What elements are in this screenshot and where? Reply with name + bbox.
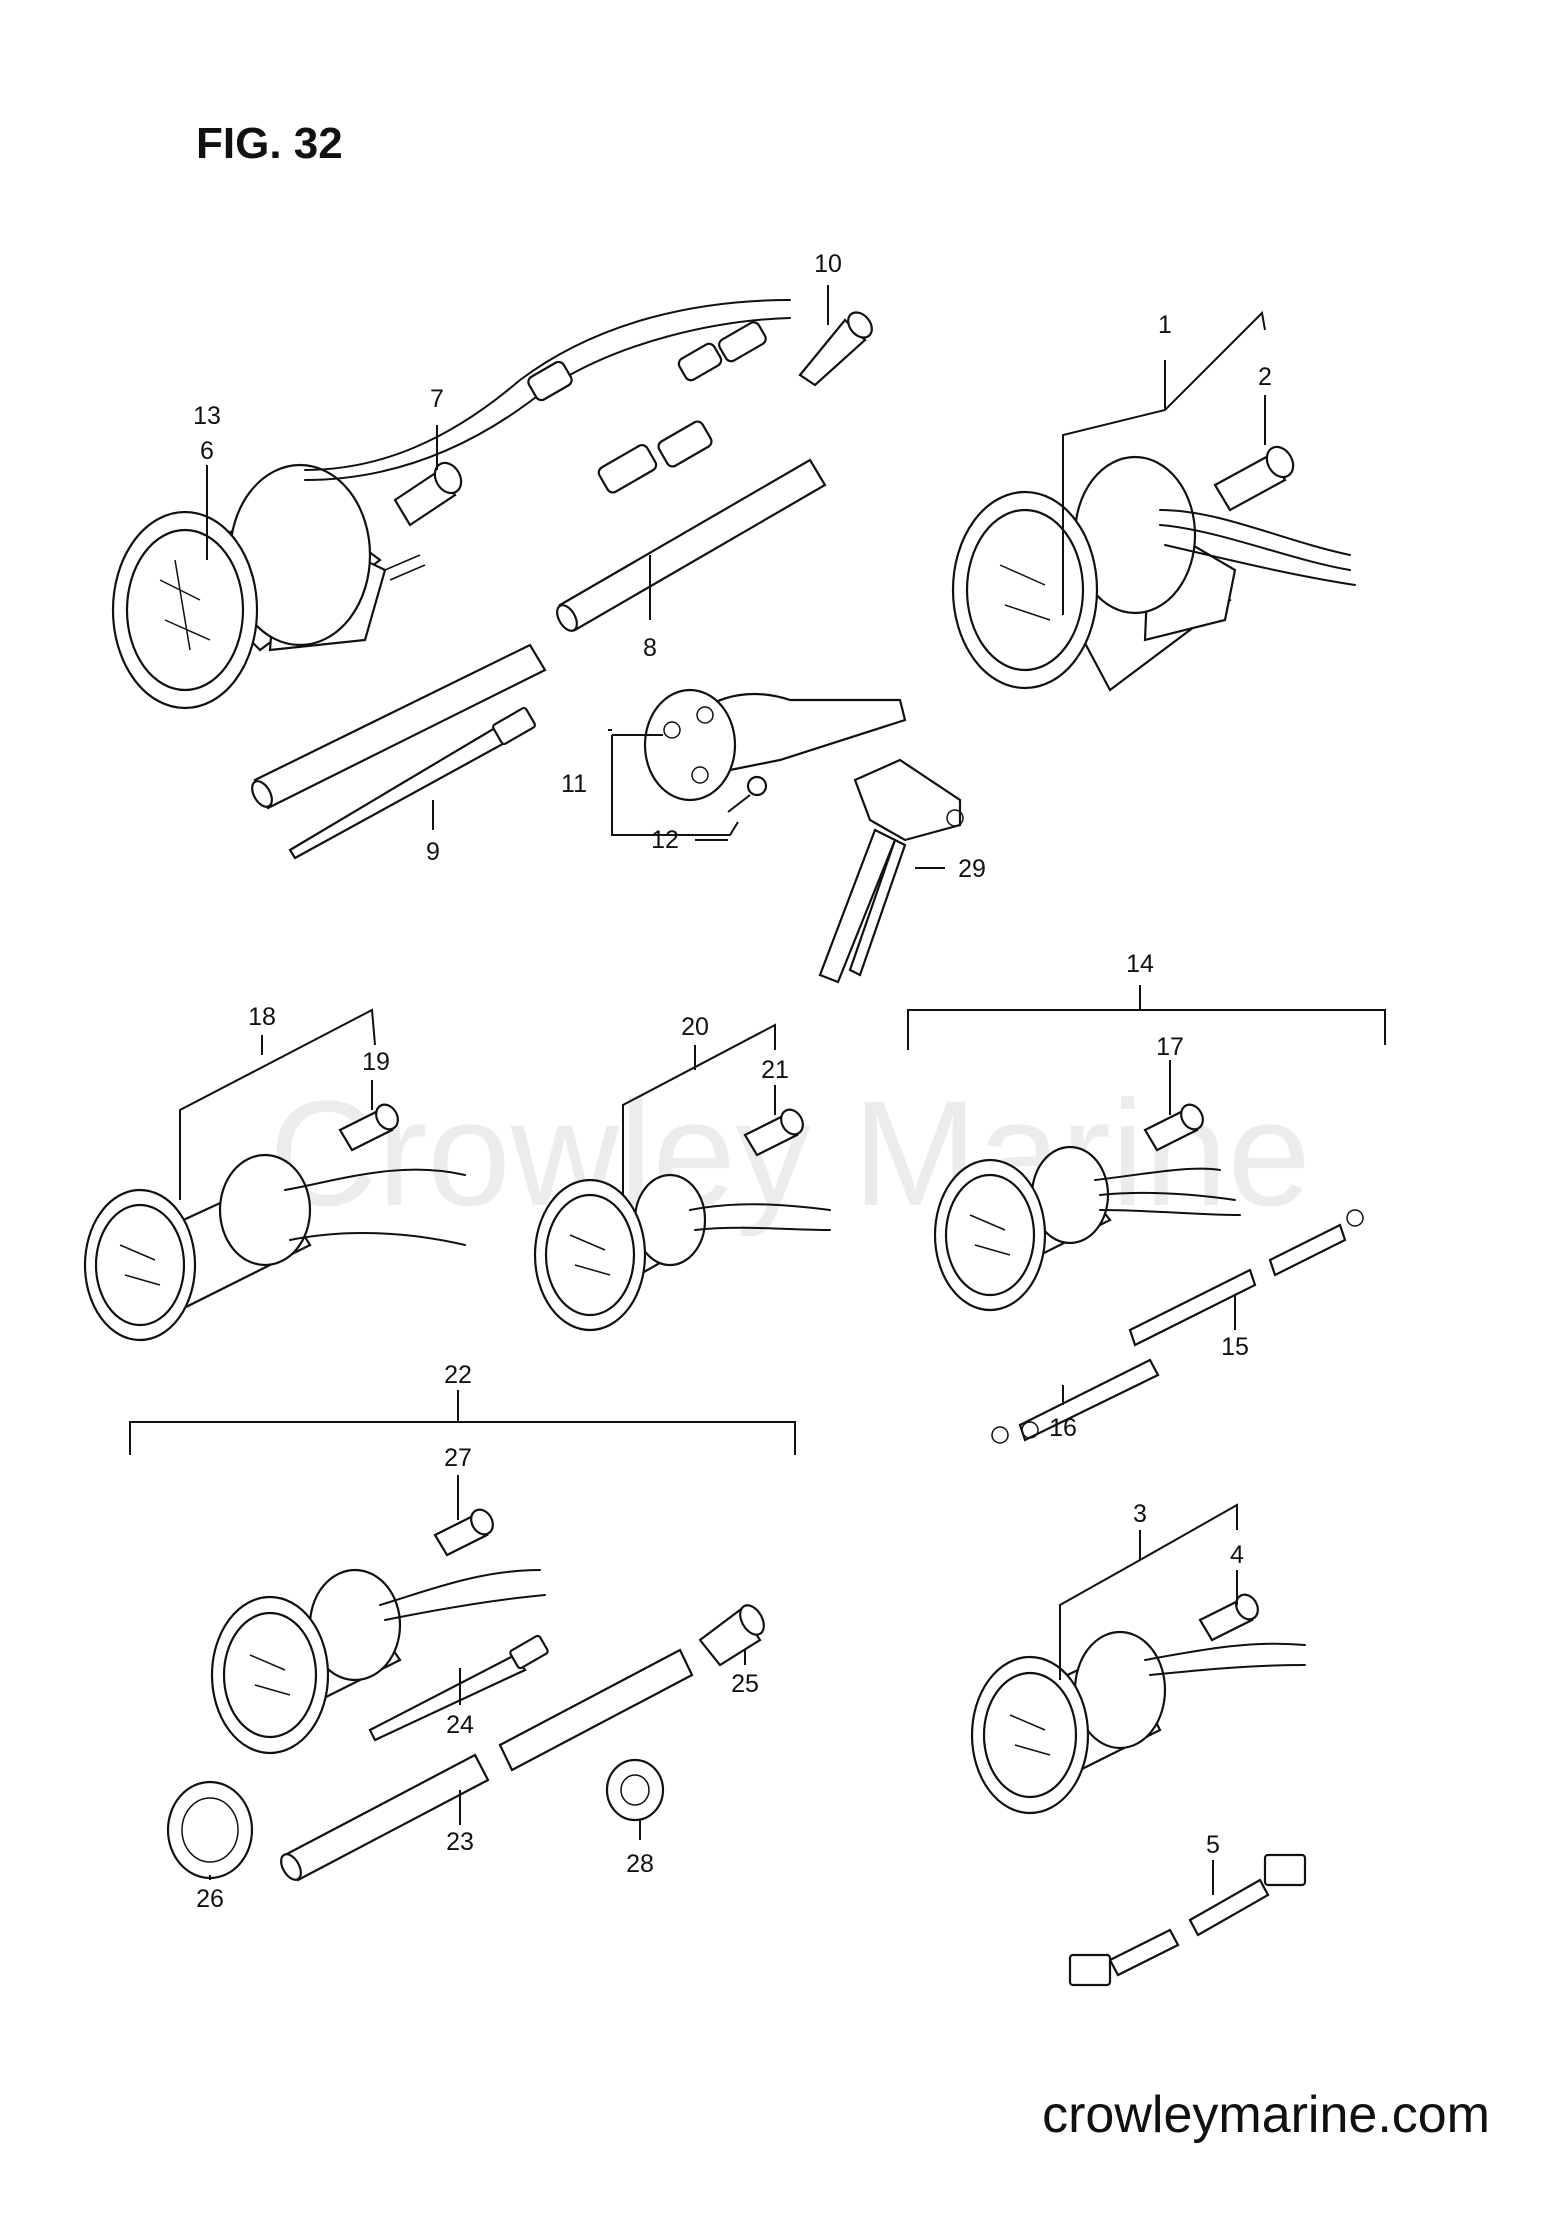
callout-4: 4	[1230, 1541, 1244, 1569]
callout-17: 17	[1156, 1033, 1184, 1061]
callout-28: 28	[626, 1850, 654, 1878]
harness-16	[991, 1358, 1160, 1444]
callout-labels: 13 6 7 10 8 9 11 12 29 1 2 18 19 20 21 1…	[193, 250, 1272, 1913]
callout-8: 8	[643, 634, 657, 662]
callout-1: 1	[1158, 311, 1172, 339]
callout-5: 5	[1206, 1831, 1220, 1859]
trim-sender-29	[818, 758, 964, 984]
callout-27: 27	[444, 1444, 472, 1472]
figure-title: FIG. 32	[196, 119, 343, 168]
callout-22: 22	[444, 1361, 472, 1389]
grommet-26	[166, 1780, 254, 1880]
bulb-27	[433, 1508, 494, 1557]
watermark-text: Crowley Marine	[269, 1069, 1311, 1237]
callout-26: 26	[196, 1885, 224, 1913]
bulb-2	[1213, 445, 1295, 512]
callout-14: 14	[1126, 950, 1154, 978]
callout-13: 13	[193, 402, 221, 430]
hose-23	[280, 1648, 694, 1882]
callout-12: 12	[651, 826, 679, 854]
bulb-4	[1198, 1593, 1259, 1642]
callout-6: 6	[200, 437, 214, 465]
callout-9: 9	[426, 838, 440, 866]
harness-15	[1128, 1209, 1364, 1347]
callout-23: 23	[446, 1828, 474, 1856]
bulb-10	[798, 311, 873, 387]
website-url: crowleymarine.com	[1042, 2086, 1490, 2144]
callout-2: 2	[1258, 363, 1272, 391]
callout-16: 16	[1049, 1414, 1077, 1442]
harness-5	[1068, 1853, 1307, 1987]
callout-24: 24	[446, 1711, 474, 1739]
callout-25: 25	[731, 1670, 759, 1698]
gauge-3	[970, 1630, 1306, 1815]
callout-20: 20	[681, 1013, 709, 1041]
fitting-25	[698, 1604, 765, 1667]
callout-21: 21	[761, 1056, 789, 1084]
callout-15: 15	[1221, 1333, 1249, 1361]
bulb-21	[743, 1108, 804, 1157]
callout-3: 3	[1133, 1500, 1147, 1528]
gauge-1	[951, 455, 1356, 692]
callout-10: 10	[814, 250, 842, 278]
leader-lines	[129, 285, 1386, 1895]
callout-7: 7	[430, 385, 444, 413]
callout-29: 29	[958, 855, 986, 883]
bulb-17	[1143, 1103, 1204, 1152]
harness-6	[304, 299, 791, 494]
hose-8	[556, 458, 827, 632]
callout-19: 19	[362, 1048, 390, 1076]
gauge-18	[83, 1153, 466, 1342]
gauge-20	[533, 1173, 831, 1332]
gauge-14	[933, 1145, 1241, 1312]
gauge-6-tachometer	[111, 463, 426, 710]
screw-12	[727, 775, 768, 813]
hose-9	[251, 643, 547, 810]
bulb-19	[338, 1103, 399, 1152]
tie-band-9	[288, 706, 536, 860]
gauge-22	[210, 1568, 546, 1755]
grommet-28	[605, 1758, 665, 1822]
bulb-7	[393, 461, 463, 527]
tie-band-24	[368, 1634, 549, 1742]
callout-11: 11	[561, 770, 587, 798]
sender-11	[643, 688, 907, 802]
callout-18: 18	[248, 1003, 276, 1031]
